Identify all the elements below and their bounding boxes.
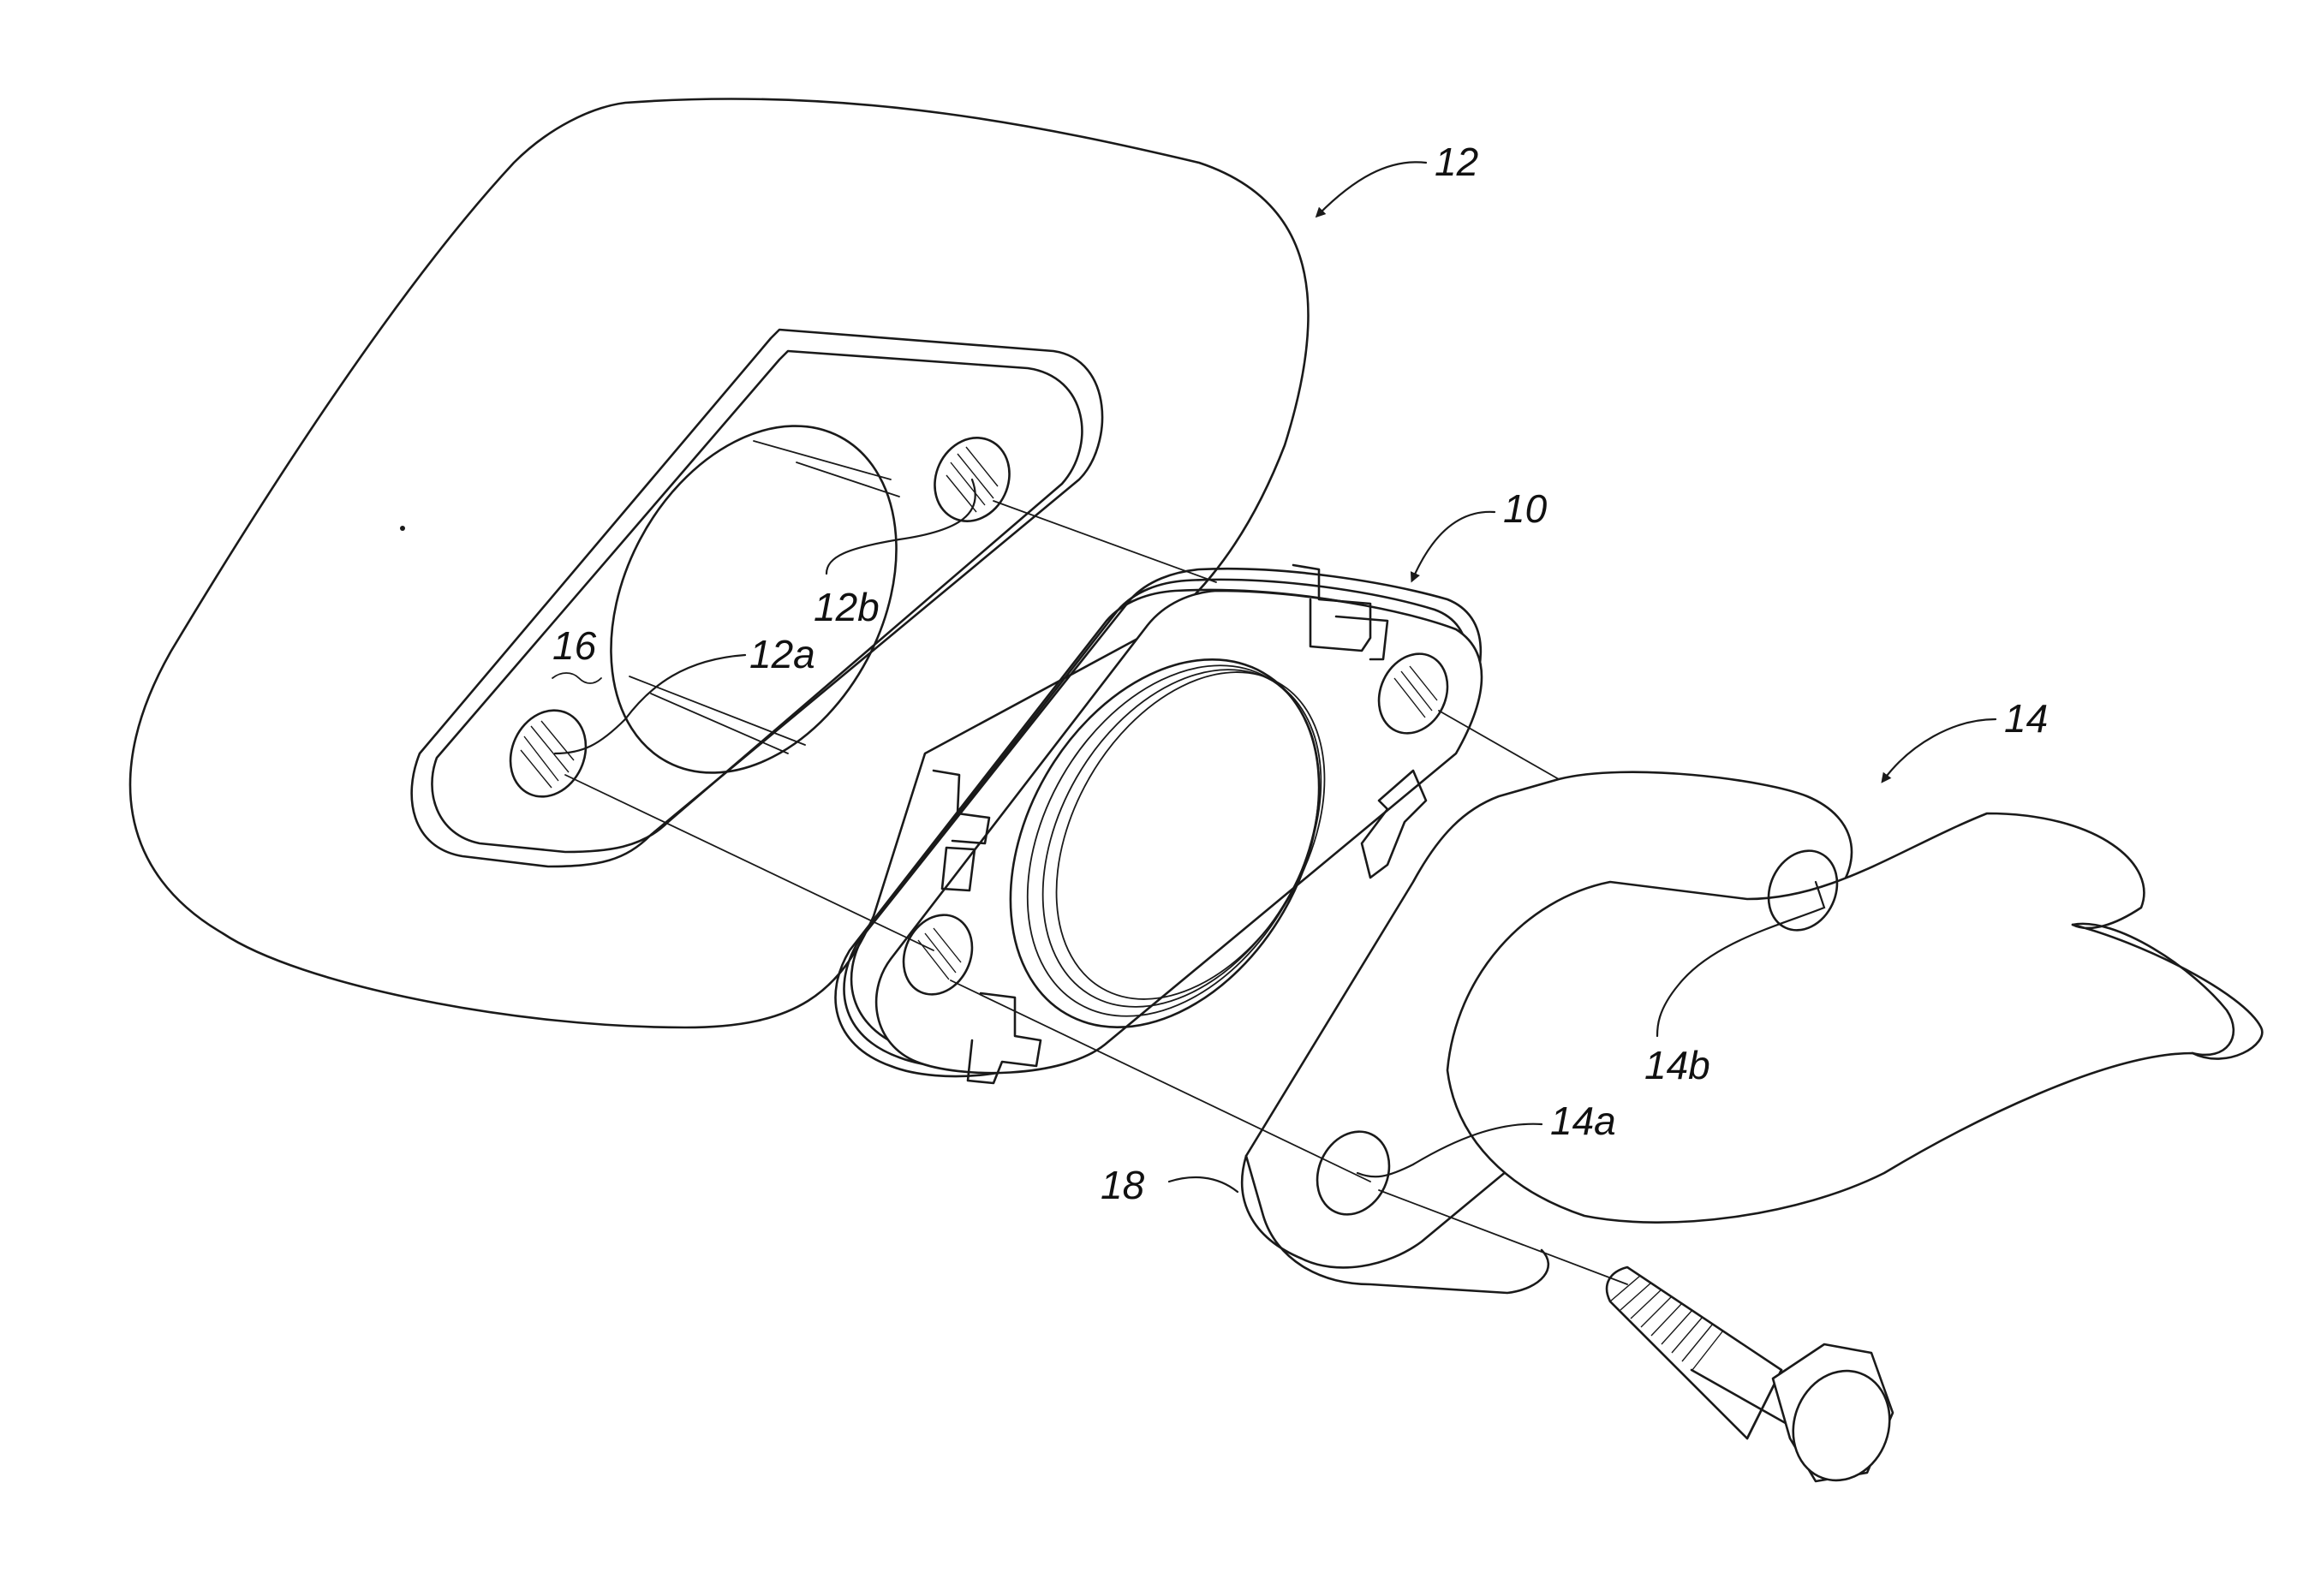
- exhaust-port-flange-16: [412, 330, 1102, 866]
- label-14a: 14a: [1550, 1099, 1616, 1143]
- bolt: [1607, 1267, 1905, 1494]
- label-16: 16: [552, 623, 597, 668]
- label-10: 10: [1503, 486, 1548, 531]
- label-12: 12: [1435, 140, 1478, 184]
- label-12a: 12a: [749, 632, 815, 676]
- thread-hatch-12a: [521, 721, 574, 788]
- label-12b: 12b: [814, 585, 880, 629]
- bolt-threads: [1610, 1276, 1723, 1370]
- scan-specks: [400, 526, 405, 531]
- label-14b: 14b: [1644, 1043, 1710, 1087]
- exhaust-pipe-14: [1242, 772, 2262, 1293]
- label-14: 14: [2004, 696, 2048, 741]
- label-18: 18: [1101, 1163, 1145, 1207]
